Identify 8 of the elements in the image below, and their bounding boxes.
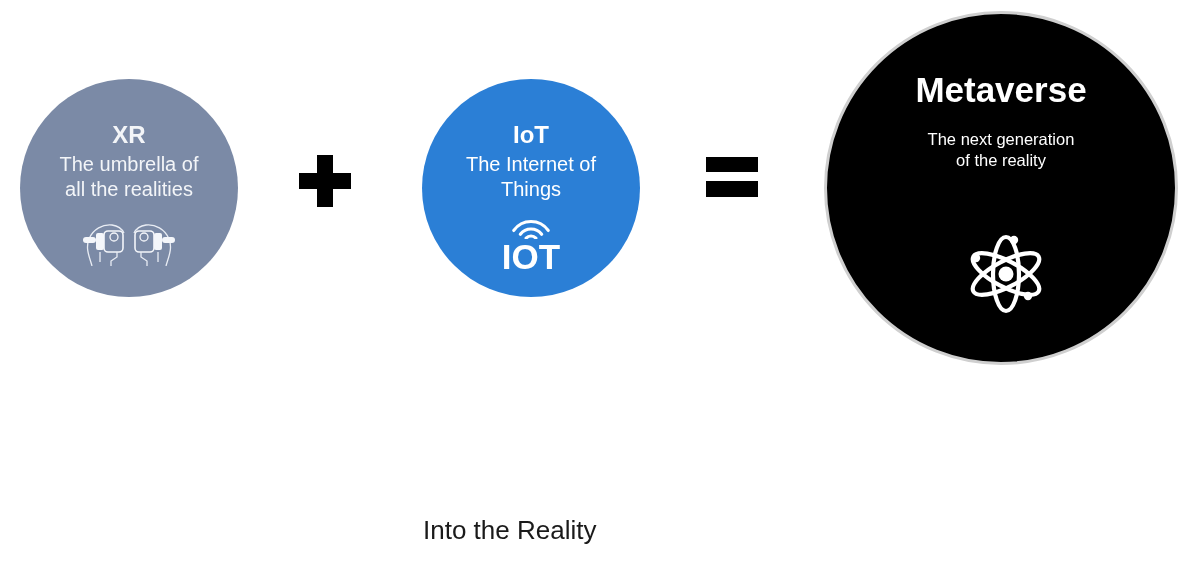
node-text: The next generation of the reality xyxy=(926,129,1076,171)
caption: Into the Reality xyxy=(423,516,597,546)
icon-lettering: IOT xyxy=(500,239,562,274)
node-title: XR xyxy=(111,121,147,149)
node-title: Metaverse xyxy=(914,70,1088,111)
node-text: The Internet of Things xyxy=(464,152,598,202)
node-text: The umbrella of all the realities xyxy=(58,152,200,202)
node-title: IoT xyxy=(512,121,550,149)
